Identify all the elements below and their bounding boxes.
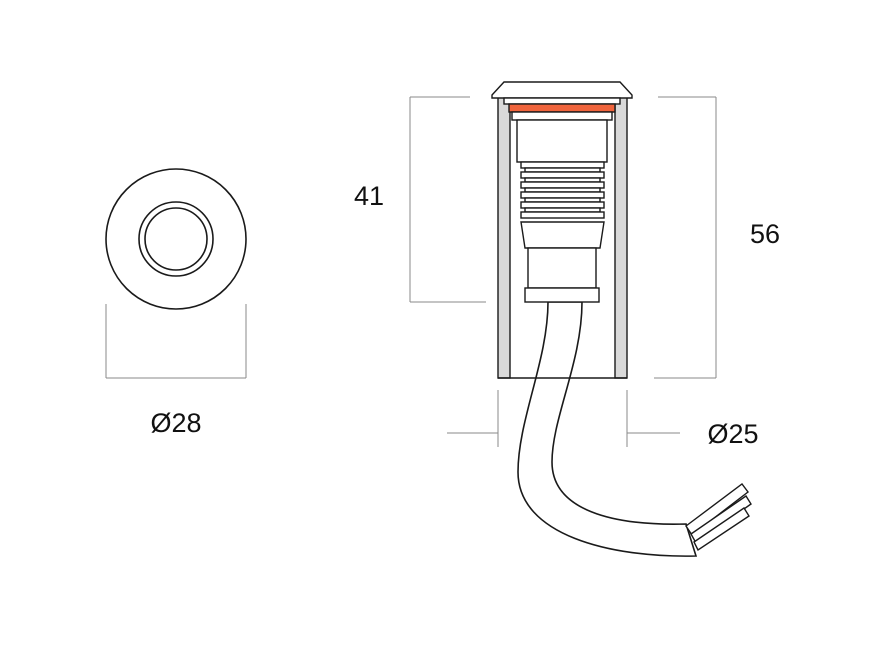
body-taper [520, 221, 605, 249]
body-height-label: 41 [354, 181, 384, 211]
driver-body [527, 247, 597, 289]
flange-base [503, 97, 621, 105]
neck [516, 119, 608, 163]
housing-sleeve [497, 96, 628, 379]
cable [517, 301, 752, 557]
heat-sink-fins [520, 161, 605, 219]
total-height-label: 56 [750, 219, 780, 249]
lamp-body [491, 81, 633, 303]
accent-ring [508, 103, 616, 113]
top-view-diameter-label: Ø28 [150, 408, 201, 438]
sleeve-right-wall [614, 96, 628, 379]
top-flange [491, 81, 633, 99]
sleeve-left-wall [497, 96, 511, 379]
body-diameter-dimension [447, 390, 680, 447]
collar [511, 111, 613, 121]
body-height-dimension [409, 96, 486, 303]
cable-wires [685, 483, 752, 552]
top-view-lens [144, 207, 208, 271]
top-view-diameter-dimension [105, 304, 247, 379]
cable-gland [524, 287, 600, 303]
cable-jacket [517, 301, 698, 557]
total-height-dimension [654, 96, 717, 379]
body-diameter-label: Ø25 [707, 419, 758, 449]
top-view [105, 168, 247, 310]
